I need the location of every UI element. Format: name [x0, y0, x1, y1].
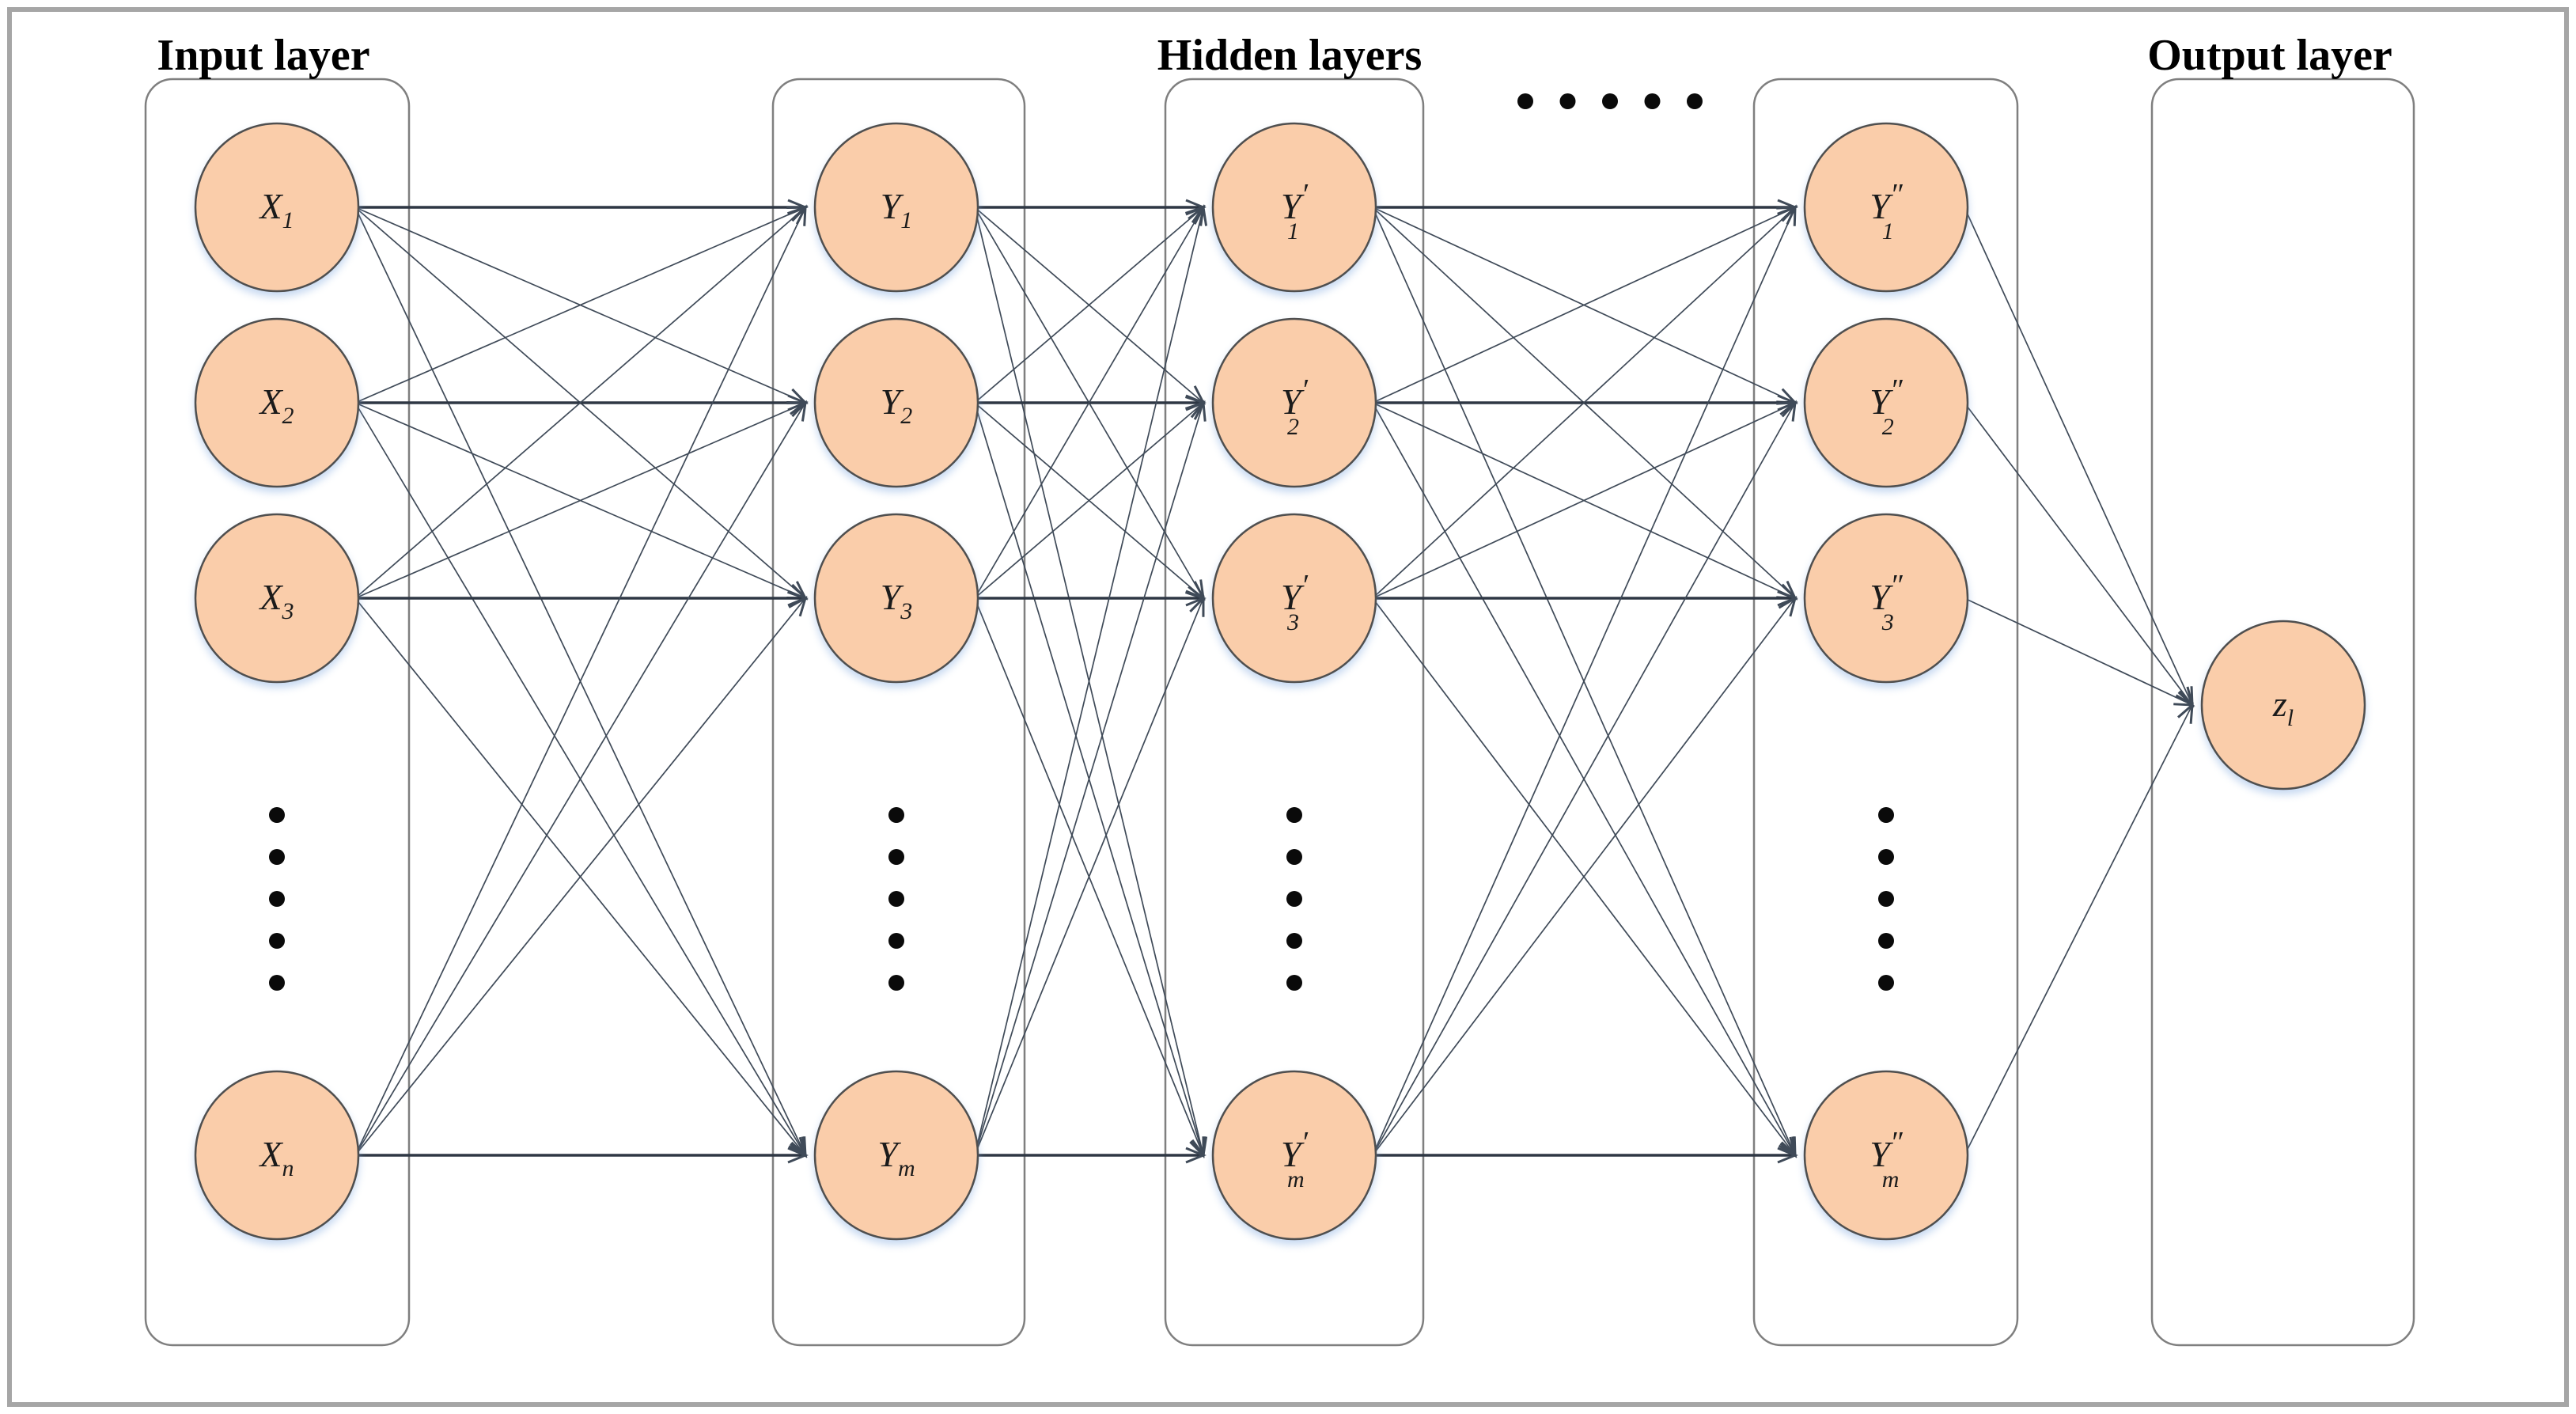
edge-ym-yp2 [974, 400, 1207, 1156]
node-label-ypm: Y′m [1281, 1126, 1309, 1192]
node-x2 [194, 317, 360, 488]
node-y2 [813, 317, 979, 488]
node-ypp1 [1803, 122, 1969, 293]
node-label-ypp2: Y″2 [1869, 373, 1904, 440]
dot [888, 933, 904, 949]
node-label-xn: Xn [258, 1134, 294, 1181]
node-label-ym: Ym [877, 1134, 915, 1181]
edge-xn-y3 [354, 595, 808, 1156]
node-zl [2200, 620, 2366, 790]
node-label-ypp3: Y″3 [1869, 569, 1904, 635]
dot [269, 849, 285, 865]
edge-yp3-ypp2 [1372, 401, 1798, 599]
edge-x2-y1 [354, 206, 809, 404]
node-label-y2: Y2 [881, 381, 913, 429]
edge-y3-yp2 [974, 400, 1207, 599]
dot [1517, 93, 1533, 109]
edge-ypp1-zl [1964, 207, 2194, 708]
dot [1878, 849, 1894, 865]
dot [1644, 93, 1661, 109]
dot [1286, 849, 1302, 865]
edge-xn-y2 [354, 400, 808, 1156]
dot [1878, 933, 1894, 949]
vertical-dots-hidden1 [888, 807, 904, 991]
dot [1878, 975, 1894, 991]
node-ypp2 [1803, 317, 1969, 488]
output-layer-title: Output layer [2147, 31, 2392, 80]
dot [1878, 807, 1894, 823]
node-label-ypp1: Y″1 [1869, 178, 1904, 245]
edge-yppm-zl [1964, 702, 2194, 1156]
dot [1878, 891, 1894, 907]
edge-ypm-ypp2 [1372, 400, 1797, 1156]
dot [269, 975, 285, 991]
node-label-zl: zl [2272, 684, 2294, 731]
node-yppm [1803, 1070, 1969, 1241]
node-yp3 [1211, 513, 1377, 684]
node-label-yppm: Y″m [1869, 1126, 1904, 1192]
edge-yp3-ypp1 [1372, 205, 1798, 599]
node-y3 [813, 513, 979, 684]
node-xn [194, 1070, 360, 1241]
vertical-dots-hidden3 [1878, 807, 1894, 991]
node-yp2 [1211, 317, 1377, 488]
node-x1 [194, 122, 360, 293]
node-label-x2: X2 [258, 381, 294, 429]
dot [1286, 975, 1302, 991]
dot [1687, 93, 1703, 109]
hidden-layers-title: Hidden layers [1157, 31, 1422, 80]
node-label-yp1: Y′1 [1281, 178, 1309, 245]
hidden-layers-ellipsis-dots [1517, 93, 1703, 109]
node-ym [813, 1070, 979, 1241]
dot [888, 975, 904, 991]
edge-ypm-ypp1 [1372, 204, 1797, 1156]
edge-ym-yp1 [974, 204, 1208, 1156]
vertical-dots-hidden2 [1286, 807, 1302, 991]
dot [269, 807, 285, 823]
dot [888, 849, 904, 865]
node-label-y1: Y1 [881, 186, 913, 233]
edge-ypp2-zl [1964, 402, 2195, 708]
node-y1 [813, 122, 979, 293]
dot [1286, 807, 1302, 823]
dot [1559, 93, 1576, 109]
node-ypp3 [1803, 513, 1969, 684]
node-x3 [194, 513, 360, 684]
input-layer-title: Input layer [157, 31, 369, 80]
edge-x3-y2 [354, 401, 809, 599]
edge-ypp3-zl [1964, 597, 2195, 707]
dot [888, 807, 904, 823]
node-label-x3: X3 [258, 577, 294, 624]
vertical-dots-input [269, 807, 285, 991]
dot [1286, 933, 1302, 949]
dot [1286, 891, 1302, 907]
node-label-yp2: Y′2 [1281, 373, 1309, 440]
node-yp1 [1211, 122, 1377, 293]
dot [888, 891, 904, 907]
edge-ym-yp3 [974, 595, 1205, 1156]
node-label-y3: Y3 [881, 577, 913, 624]
edge-y2-yp1 [974, 205, 1207, 404]
node-label-x1: X1 [258, 186, 294, 233]
dot [1602, 93, 1618, 109]
edge-ypm-ypp3 [1372, 595, 1798, 1156]
edge-xn-y1 [354, 204, 807, 1156]
edge-yp2-ypp1 [1372, 206, 1798, 404]
node-label-yp3: Y′3 [1281, 569, 1309, 635]
edge-x3-y1 [354, 205, 808, 599]
node-ypm [1211, 1070, 1377, 1241]
edge-y3-yp1 [974, 204, 1206, 599]
dot [269, 891, 285, 907]
dot [269, 933, 285, 949]
